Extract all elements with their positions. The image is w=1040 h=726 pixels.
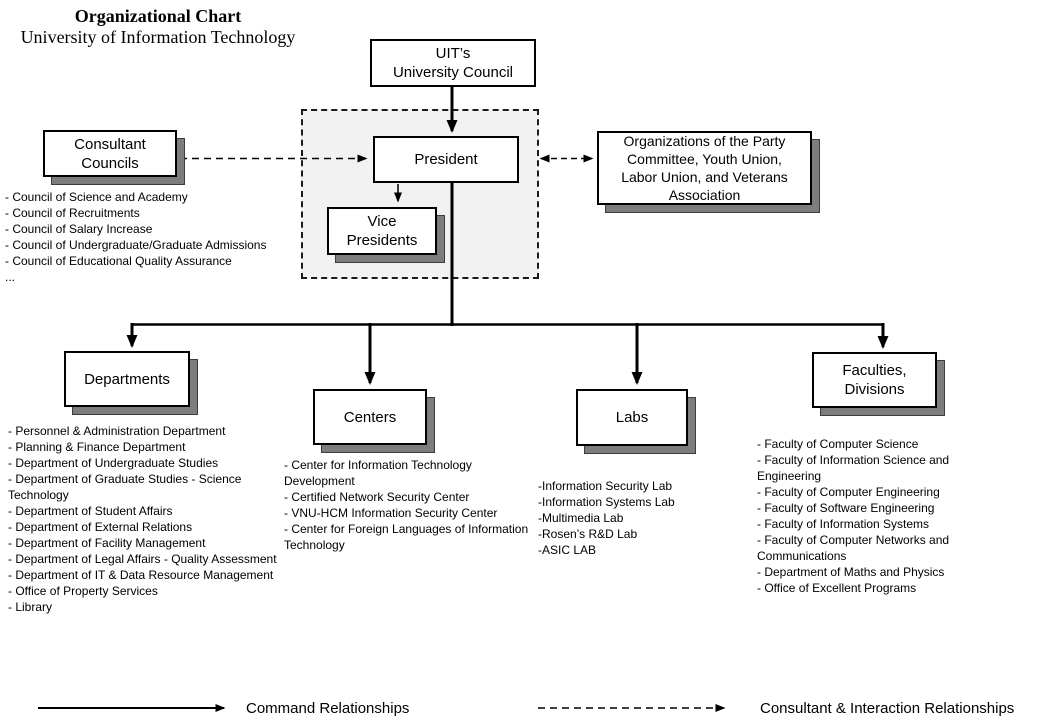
node-departments: Departments xyxy=(64,351,198,415)
list-item: - Faculty of Computer Networks and Commu… xyxy=(757,533,950,563)
list-item: - Faculty of Computer Science xyxy=(757,437,919,451)
node-consultant-councils-label: Consultant Councils xyxy=(43,130,177,177)
chart-title-block: Organizational Chart University of Infor… xyxy=(8,6,308,48)
node-university-council: UIT’s University Council xyxy=(370,39,536,87)
list-item: - Faculty of Information Science and Eng… xyxy=(757,453,950,483)
list-item: - Department of Undergraduate Studies xyxy=(8,456,219,470)
list-item: - Council of Educational Quality Assuran… xyxy=(5,254,232,268)
labs-list: -Information Security Lab -Information S… xyxy=(538,478,748,558)
node-president-label: President xyxy=(373,136,519,183)
list-item: -Rosen’s R&D Lab xyxy=(538,527,638,541)
node-university-council-label: UIT’s University Council xyxy=(370,39,536,87)
node-consultant-councils: Consultant Councils xyxy=(43,130,185,185)
faculties-list: - Faculty of Computer Science - Faculty … xyxy=(757,436,989,596)
list-item: - Certified Network Security Center xyxy=(284,490,470,504)
node-president: President xyxy=(373,136,519,183)
list-item: - Center for Information Technology Deve… xyxy=(284,458,472,488)
list-item: -ASIC LAB xyxy=(538,543,597,557)
list-item: -Information Security Lab xyxy=(538,479,673,493)
node-vice-presidents: Vice Presidents xyxy=(327,207,445,263)
node-party-organizations: Organizations of the Party Committee, Yo… xyxy=(597,131,820,213)
list-item: ... xyxy=(5,270,16,284)
chart-subtitle: University of Information Technology xyxy=(20,27,296,47)
departments-list: - Personnel & Administration Department … xyxy=(8,423,288,615)
list-item: - Office of Excellent Programs xyxy=(757,581,917,595)
list-item: - Department of Graduate Studies - Scien… xyxy=(8,472,242,502)
list-item: - Department of Student Affairs xyxy=(8,504,173,518)
list-item: - Department of IT & Data Resource Manag… xyxy=(8,568,274,582)
node-vice-presidents-label: Vice Presidents xyxy=(327,207,437,255)
list-item: - Faculty of Information Systems xyxy=(757,517,930,531)
list-item: - Department of Facility Management xyxy=(8,536,206,550)
list-item: - Faculty of Software Engineering xyxy=(757,501,935,515)
list-item: - Center for Foreign Languages of Inform… xyxy=(284,522,529,552)
node-centers-label: Centers xyxy=(313,389,427,445)
node-labs: Labs xyxy=(576,389,696,454)
list-item: - Council of Salary Increase xyxy=(5,222,153,236)
list-item: -Information Systems Lab xyxy=(538,495,675,509)
list-item: - Department of Maths and Physics xyxy=(757,565,945,579)
list-item: - Council of Undergraduate/Graduate Admi… xyxy=(5,238,267,252)
list-item: - Planning & Finance Department xyxy=(8,440,186,454)
consultant-councils-list: - Council of Science and Academy - Counc… xyxy=(5,189,303,285)
centers-list: - Center for Information Technology Deve… xyxy=(284,457,536,553)
list-item: - Council of Science and Academy xyxy=(5,190,188,204)
node-centers: Centers xyxy=(313,389,435,453)
legend-consultant-label: Consultant & Interaction Relationships xyxy=(760,700,1015,717)
node-party-organizations-label: Organizations of the Party Committee, Yo… xyxy=(597,131,812,205)
node-labs-label: Labs xyxy=(576,389,688,446)
chart-title: Organizational Chart xyxy=(74,6,242,26)
node-faculties-label: Faculties, Divisions xyxy=(812,352,937,408)
node-departments-label: Departments xyxy=(64,351,190,407)
list-item: - Department of External Relations xyxy=(8,520,193,534)
list-item: - Faculty of Computer Engineering xyxy=(757,485,940,499)
list-item: - Library xyxy=(8,600,53,614)
list-item: - Council of Recruitments xyxy=(5,206,140,220)
node-faculties: Faculties, Divisions xyxy=(812,352,945,416)
legend-command-label: Command Relationships xyxy=(246,700,410,717)
list-item: - VNU-HCM Information Security Center xyxy=(284,506,498,520)
list-item: - Personnel & Administration Department xyxy=(8,424,226,438)
list-item: - Office of Property Services xyxy=(8,584,158,598)
list-item: - Department of Legal Affairs - Quality … xyxy=(8,552,277,566)
list-item: -Multimedia Lab xyxy=(538,511,624,525)
